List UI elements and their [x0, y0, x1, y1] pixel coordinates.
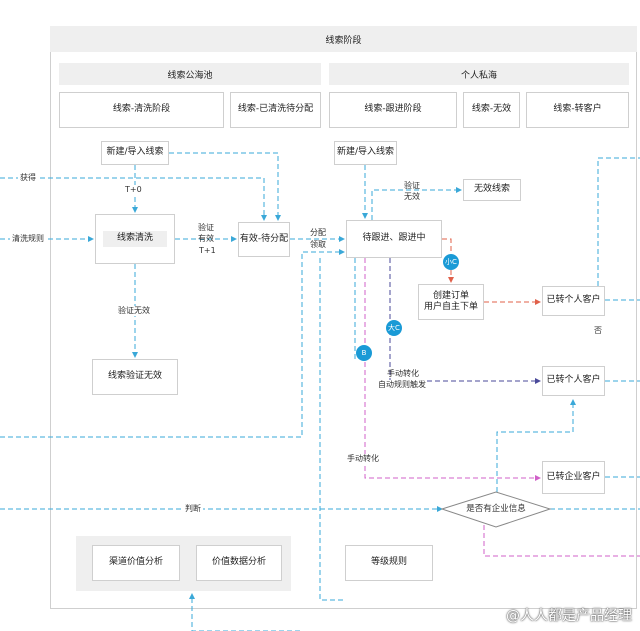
- node-level-rule: 等级规则: [345, 545, 433, 581]
- badge-b: B: [356, 345, 372, 361]
- edge-obtain: [0, 177, 267, 221]
- edge-pending-invalid: [371, 187, 462, 220]
- label-auto-rule: 自动规则触发: [378, 380, 426, 391]
- node-pending: 待跟进、跟进中: [346, 220, 442, 258]
- label-claim: 领取: [310, 240, 326, 249]
- edge-bottom-analysis: [189, 593, 300, 631]
- watermark: @人人都是产品经理: [506, 608, 632, 624]
- badge-small-c: 小C: [443, 254, 459, 270]
- stage-to-customer: 线索-转客户: [526, 92, 629, 128]
- create-order-line-1: 创建订单: [432, 290, 469, 301]
- node-new-import-1: 新建/导入线索: [101, 141, 169, 165]
- stage-clean: 线索-清洗阶段: [59, 92, 224, 128]
- node-personal-cust-2: 已转个人客户: [542, 366, 605, 396]
- edge-level-rule: [319, 258, 346, 601]
- label-judge: 判断: [183, 504, 203, 515]
- edge-b-enterprise: [364, 258, 541, 481]
- create-order-line-2: 用户自主下单: [423, 302, 478, 312]
- label-t0: T+0: [125, 185, 142, 196]
- header-title: 线索阶段: [50, 26, 637, 52]
- label-manual-convert-2: 手动转化: [347, 454, 379, 465]
- section-public-pool: 线索公海池: [59, 63, 321, 85]
- edge-back-loop: [0, 249, 345, 438]
- stage-follow: 线索-跟进阶段: [329, 92, 457, 128]
- label-no: 否: [594, 326, 602, 335]
- label-invalid2: 无效: [404, 192, 420, 201]
- node-new-import-2: 新建/导入线索: [334, 141, 397, 165]
- label-verify2: 验证: [404, 181, 420, 190]
- label-clean-rule: 清洗规则: [10, 234, 46, 245]
- node-valid-wait: 有效-待分配: [238, 222, 290, 257]
- edge-diamond-up: [496, 399, 576, 492]
- edge-right-up: [597, 157, 640, 286]
- label-valid: 有效: [198, 234, 214, 243]
- node-invalid-lead: 无效线索: [463, 179, 521, 201]
- label-manual-convert-1: 手动转化: [387, 369, 419, 378]
- diamond-label: 是否有企业信息: [466, 504, 526, 514]
- edge-import1-assign: [169, 152, 281, 221]
- node-diamond: [440, 491, 552, 528]
- edge-small-c: [442, 238, 454, 283]
- stage-invalid: 线索-无效: [463, 92, 520, 128]
- label-assign: 分配: [310, 228, 326, 237]
- badge-big-c: 大C: [386, 320, 402, 336]
- node-value-data: 价值数据分析: [196, 545, 282, 581]
- node-clean-wrap: 线索清洗: [95, 214, 175, 264]
- section-private-sea: 个人私海: [329, 63, 629, 85]
- edge-diamond-down: [483, 525, 640, 557]
- stage-cleaned-wait: 线索-已清洗待分配: [230, 92, 321, 128]
- label-obtain: 获得: [18, 173, 38, 184]
- edge-big-c: [389, 258, 541, 384]
- node-clean: 线索清洗: [103, 231, 167, 247]
- node-enterprise-cust: 已转企业客户: [542, 461, 605, 494]
- label-t1: T+1: [199, 246, 216, 255]
- node-verify-invalid: 线索验证无效: [92, 359, 178, 395]
- node-personal-cust-1: 已转个人客户: [542, 286, 605, 316]
- node-channel-value: 渠道价值分析: [92, 545, 180, 581]
- label-verify: 验证: [198, 223, 214, 232]
- label-verify-invalid: 验证无效: [118, 306, 150, 317]
- node-create-order: 创建订单 用户自主下单: [418, 284, 484, 320]
